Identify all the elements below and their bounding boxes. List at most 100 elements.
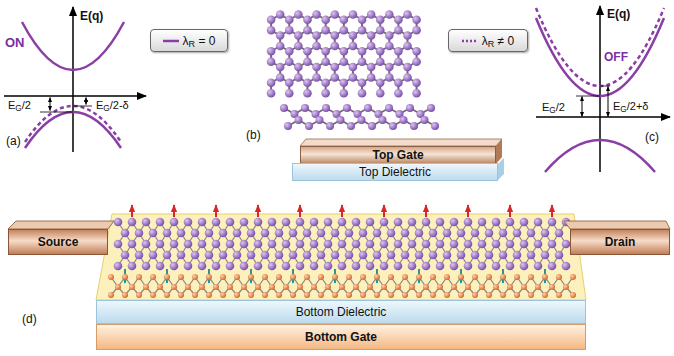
gap-arrow — [608, 87, 609, 117]
atom — [471, 251, 480, 260]
atom — [285, 89, 294, 98]
atom — [321, 47, 330, 56]
atom — [359, 229, 368, 238]
atom — [347, 122, 355, 130]
atom — [156, 240, 165, 249]
atom — [376, 78, 385, 87]
panel-label: (b) — [246, 128, 261, 142]
atom — [191, 229, 200, 238]
atom — [296, 218, 305, 227]
panel-label: EG/2 — [8, 98, 31, 112]
atom — [431, 122, 439, 130]
atom — [346, 292, 352, 298]
atom — [310, 240, 319, 249]
atom — [156, 218, 165, 227]
atom — [198, 218, 207, 227]
atom — [534, 218, 543, 227]
atom — [121, 251, 130, 260]
atom — [385, 10, 394, 19]
spin-arrow — [341, 205, 343, 217]
node-text: λR = 0 — [183, 34, 216, 48]
atom — [535, 284, 541, 290]
atom — [499, 251, 508, 260]
atom — [338, 262, 347, 271]
atom — [520, 240, 529, 249]
atom — [472, 292, 478, 298]
atom — [406, 104, 414, 112]
atom — [321, 26, 330, 35]
atom — [380, 240, 389, 249]
atom — [276, 73, 285, 82]
atom — [114, 218, 123, 227]
atom — [485, 229, 494, 238]
atom — [395, 284, 401, 290]
atom — [376, 47, 385, 56]
gap-arrow — [582, 97, 583, 117]
atom — [330, 42, 339, 51]
node-content: Bottom Dielectric — [296, 305, 387, 319]
lattice-side-view — [280, 104, 439, 130]
atom — [108, 274, 114, 280]
text-part: λ — [183, 34, 189, 48]
atom — [437, 284, 443, 290]
atom — [464, 218, 473, 227]
atom — [269, 284, 275, 290]
atom — [226, 218, 235, 227]
spin-arrow — [299, 205, 301, 217]
atom — [486, 292, 492, 298]
atom — [108, 292, 114, 298]
atom — [394, 57, 403, 66]
atom — [219, 251, 228, 260]
atom — [500, 274, 506, 280]
atom — [346, 274, 352, 280]
atom — [368, 122, 376, 130]
atom — [285, 15, 294, 24]
atom — [267, 89, 276, 98]
atom — [374, 274, 380, 280]
text-part: /2-δ — [110, 99, 129, 111]
atom — [170, 262, 179, 271]
atom — [294, 10, 303, 19]
atom — [410, 122, 418, 130]
atom — [149, 229, 158, 238]
atom — [514, 292, 520, 298]
atom — [450, 240, 459, 249]
atom — [247, 251, 256, 260]
atom — [227, 284, 233, 290]
gate-side-face — [496, 139, 502, 164]
atom — [471, 229, 480, 238]
atom — [521, 284, 527, 290]
text-part: E — [8, 99, 15, 111]
atom — [373, 229, 382, 238]
atom — [548, 218, 557, 227]
atom — [423, 284, 429, 290]
atom — [408, 218, 417, 227]
atom — [472, 274, 478, 280]
atom — [340, 57, 349, 66]
atom — [492, 218, 501, 227]
atom — [402, 274, 408, 280]
atom — [340, 78, 349, 87]
atom — [555, 229, 564, 238]
atom — [177, 229, 186, 238]
atom — [199, 284, 205, 290]
panel-label: (d) — [22, 312, 37, 326]
atom — [121, 229, 130, 238]
atom — [150, 292, 156, 298]
line-sample-stroke — [462, 39, 478, 42]
line-sample — [163, 37, 179, 45]
panel-label: EG/2 — [542, 100, 565, 114]
atom — [343, 104, 351, 112]
node-content: Top Dielectric — [359, 165, 431, 179]
atom — [388, 292, 394, 298]
atom — [321, 78, 330, 87]
atom — [373, 251, 382, 260]
spin-up-arrows — [132, 205, 552, 217]
atom — [303, 57, 312, 66]
atom — [349, 42, 358, 51]
node-text: Top Gate — [372, 148, 423, 162]
atom — [520, 218, 529, 227]
atom — [332, 292, 338, 298]
atom — [506, 262, 515, 271]
node-content: λR = 0 — [163, 34, 216, 48]
